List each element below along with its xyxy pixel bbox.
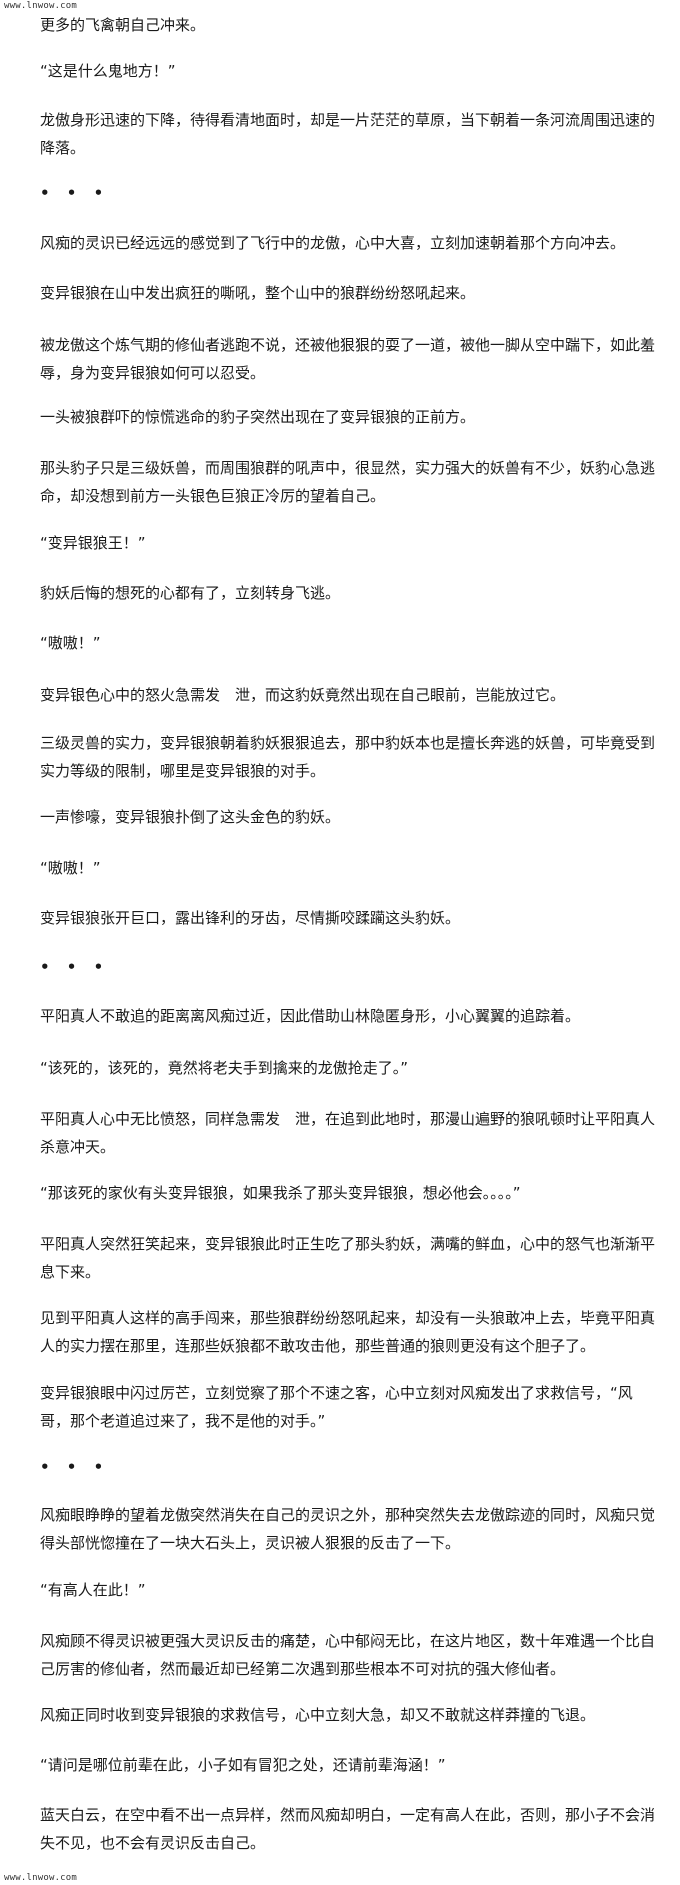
paragraph: 平阳真人心中无比愤怒，同样急需发 泄，在追到此地时，那漫山遍野的狼吼顿时让平阳真… <box>40 1110 656 1156</box>
paragraph: “那该死的家伙有头变异银狼，如果我杀了那头变异银狼，想必他会。。。。” <box>40 1184 521 1202</box>
paragraph: 变异银色心中的怒火急需发 泄，而这豹妖竟然出现在自己眼前，岂能放过它。 <box>40 686 566 704</box>
paragraph: 变异银狼眼中闪过厉芒，立刻觉察了那个不速之客，心中立刻对风痴发出了求救信号，“风… <box>40 1384 633 1430</box>
paragraph: 一声惨嚎，变异银狼扑倒了这头金色的豹妖。 <box>40 808 341 826</box>
site-watermark-top: www.lnwow.com <box>4 1 78 11</box>
paragraph: 风痴眼睁睁的望着龙傲突然消失在自己的灵识之外，那种突然失去龙傲踪迹的同时，风痴只… <box>40 1506 656 1552</box>
paragraph: 风痴正同时收到变异银狼的求救信号，心中立刻大急，却又不敢就这样莽撞的飞退。 <box>40 1706 596 1724</box>
paragraph: 变异银狼在山中发出疯狂的嘶吼，整个山中的狼群纷纷怒吼起来。 <box>40 284 476 302</box>
paragraph: “嗷嗷！” <box>40 634 101 652</box>
paragraph: 更多的飞禽朝自己冲来。 <box>40 16 206 34</box>
paragraph: 豹妖后悔的想死的心都有了，立刻转身飞逃。 <box>40 584 341 602</box>
paragraph: “有高人在此！” <box>40 1581 146 1599</box>
paragraph: “嗷嗷！” <box>40 859 101 877</box>
paragraph: 风痴顾不得灵识被更强大灵识反击的痛楚，心中郁闷无比，在这片地区，数十年难遇一个比… <box>40 1632 656 1678</box>
section-separator: • • • <box>40 958 110 976</box>
paragraph: 一头被狼群吓的惊慌逃命的豹子突然出现在了变异银狼的正前方。 <box>40 408 476 426</box>
section-separator: • • • <box>40 1458 110 1476</box>
paragraph: “请问是哪位前辈在此，小子如有冒犯之处，还请前辈海涵！” <box>40 1756 446 1774</box>
paragraph: “变异银狼王！” <box>40 534 146 552</box>
site-watermark-bottom: www.lnwow.com <box>4 1873 78 1883</box>
paragraph: 龙傲身形迅速的下降，待得看清地面时，却是一片茫茫的草原，当下朝着一条河流周围迅速… <box>40 111 656 157</box>
paragraph: “该死的，该死的，竟然将老夫手到擒来的龙傲抢走了。” <box>40 1059 409 1077</box>
paragraph: 蓝天白云，在空中看不出一点异样，然而风痴却明白，一定有高人在此，否则，那小子不会… <box>40 1806 656 1852</box>
paragraph: 见到平阳真人这样的高手闯来，那些狼群纷纷怒吼起来，却没有一头狼敢冲上去，毕竟平阳… <box>40 1309 656 1355</box>
paragraph: 平阳真人不敢追的距离离风痴过近，因此借助山林隐匿身形，小心翼翼的追踪着。 <box>40 1007 581 1025</box>
paragraph: “这是什么鬼地方！” <box>40 62 176 80</box>
paragraph: 那头豹子只是三级妖兽，而周围狼群的吼声中，很显然，实力强大的妖兽有不少，妖豹心急… <box>40 459 656 505</box>
paragraph: 三级灵兽的实力，变异银狼朝着豹妖狠狠追去，那中豹妖本也是擅长奔逃的妖兽，可毕竟受… <box>40 734 656 780</box>
paragraph: 变异银狼张开巨口，露出锋利的牙齿，尽情撕咬蹂躏这头豹妖。 <box>40 909 461 927</box>
paragraph: 被龙傲这个炼气期的修仙者逃跑不说，还被他狠狠的耍了一道，被他一脚从空中踹下，如此… <box>40 336 656 382</box>
paragraph: 风痴的灵识已经远远的感觉到了飞行中的龙傲，心中大喜，立刻加速朝着那个方向冲去。 <box>40 234 626 252</box>
paragraph: 平阳真人突然狂笑起来，变异银狼此时正生吃了那头豹妖，满嘴的鲜血，心中的怒气也渐渐… <box>40 1235 656 1281</box>
section-separator: • • • <box>40 184 110 202</box>
chapter-text: 更多的飞禽朝自己冲来。 “这是什么鬼地方！” 龙傲身形迅速的下降，待得看清地面时… <box>0 11 680 1861</box>
